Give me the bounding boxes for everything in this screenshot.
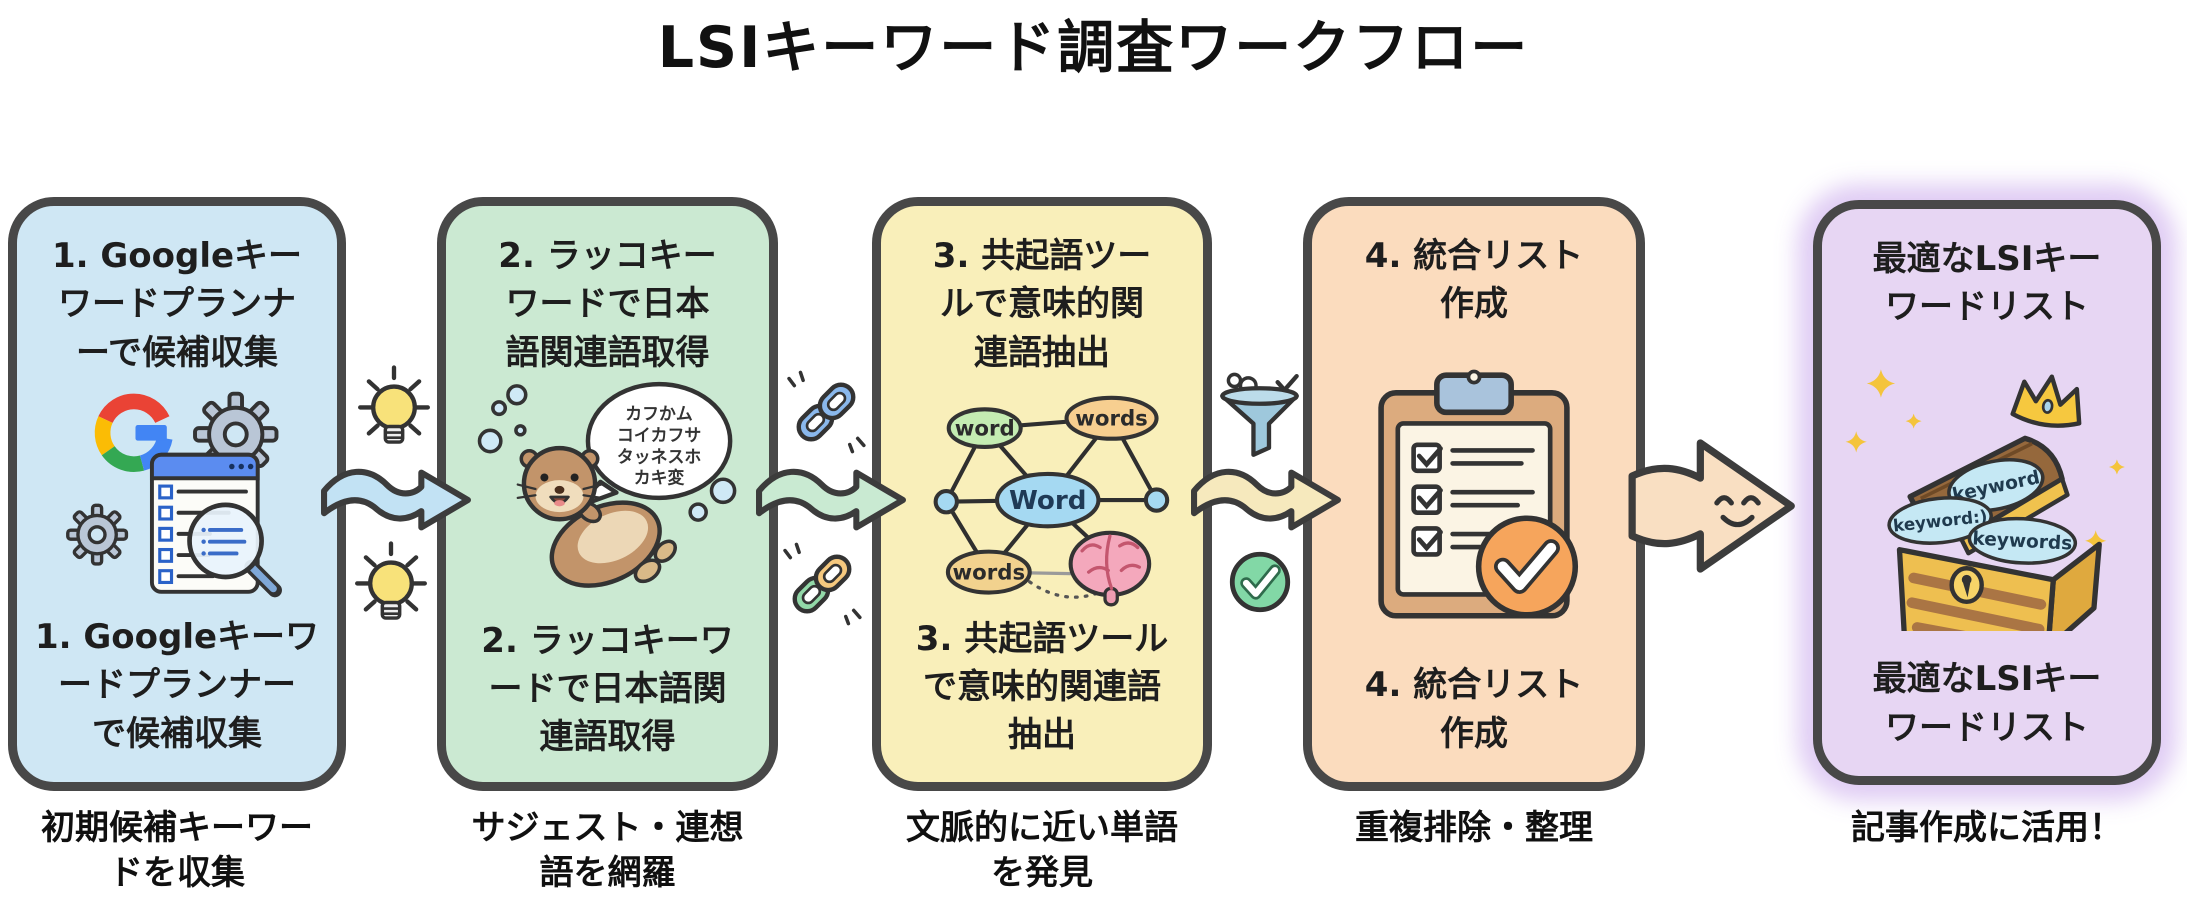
- smiley-arrow-icon: [1628, 418, 1814, 594]
- otter-body: [516, 445, 677, 588]
- step3-heading-bottom: 3. 共起語ツール で意味的関連語 抽出: [915, 618, 1169, 756]
- step-card-2: 2. ラッコキー ワードで日本 語関連語取得 カフかム コイカフサ タッネスホ: [437, 197, 778, 791]
- bubble-line-1: カフかム: [625, 403, 693, 423]
- step4-heading-bottom: 4. 統合リスト 作成: [1364, 665, 1584, 754]
- node-word-center: [994, 471, 1101, 529]
- chain-link-icon: [782, 368, 870, 456]
- result-card: 最適なLSIキー ワードリスト: [1813, 200, 2161, 785]
- lightbulb-icon: [355, 362, 433, 458]
- word-network-icon: word words Word words: [933, 395, 1170, 607]
- otter-illustration: カフかム コイカフサ タッネスホ カキ変: [465, 377, 750, 617]
- flow-arrow-3: [1190, 452, 1342, 546]
- step3-caption: 文脈的に近い単語 を発見: [906, 808, 1178, 893]
- node-words-topright: [1064, 395, 1159, 441]
- result-heading-top: 最適なLSIキー ワードリスト: [1872, 239, 2102, 328]
- speech-bubble: カフかム コイカフサ タッネスホ カキ変: [575, 381, 733, 509]
- smiley-face: [1714, 495, 1761, 528]
- node-words-bottomleft: [945, 549, 1032, 595]
- flow-arrow-1: [320, 452, 472, 546]
- magnifier-icon: [187, 502, 282, 597]
- step-card-3: 3. 共起語ツー ルで意味的関 連語抽出 word words Word: [872, 197, 1212, 791]
- crown-icon: [2010, 373, 2082, 428]
- step1-heading-top: 1. Googleキー ワードプランナ ーで候補収集: [51, 236, 303, 373]
- bubble-line-3: タッネスホ: [617, 446, 702, 466]
- flow-arrow-2: [755, 452, 907, 546]
- chain-link-icon: [778, 540, 866, 628]
- step2-caption: サジェスト・連想 語を網羅: [471, 808, 744, 893]
- lightbulb-icon: [352, 538, 430, 634]
- step1-heading-bottom: 1. Googleキーワ ードプランナー で候補収集: [34, 617, 320, 754]
- check-circle-icon: [1228, 550, 1292, 614]
- otter-icon: カフかム コイカフサ タッネスホ カキ変: [477, 381, 737, 588]
- page-title: LSIキーワード調査ワークフロー: [657, 15, 1530, 81]
- treasure-chest-icon: keyword keyword:) keywords: [1845, 368, 2125, 631]
- step4-heading-top: 4. 統合リスト 作成: [1364, 236, 1584, 325]
- step-card-1: 1. Googleキー ワードプランナ ーで候補収集: [8, 197, 346, 791]
- google-tools-icon: [66, 391, 282, 597]
- step2-heading-top: 2. ラッコキー ワードで日本 語関連語取得: [498, 236, 717, 373]
- keyword-cloud-3: keywords: [1972, 528, 2073, 554]
- step-card-4: 4. 統合リスト 作成: [1303, 197, 1645, 791]
- keyword-clouds: keyword keyword:) keywords: [1887, 457, 2078, 565]
- brain-icon: [1068, 530, 1152, 607]
- node-label-center: Word: [1009, 486, 1087, 516]
- node-label-topleft: word: [955, 416, 1015, 441]
- step3-heading-top: 3. 共起語ツー ルで意味的関 連語抽出: [932, 236, 1152, 373]
- chest-base: [1896, 541, 2102, 631]
- funnel-icon: [1212, 365, 1307, 465]
- node-label-bottomleft: words: [953, 560, 1026, 585]
- treasure-chest-illustration: keyword keyword:) keywords: [1832, 357, 2142, 631]
- node-word-topleft: [946, 407, 1023, 449]
- bubble-line-2: コイカフサ: [617, 425, 701, 445]
- check-circle-orange-icon: [1475, 515, 1579, 618]
- google-logo-icon: [94, 393, 173, 472]
- result-heading-bottom: 最適なLSIキー ワードリスト: [1872, 659, 2102, 748]
- word-network-illustration: word words Word words: [907, 377, 1177, 615]
- google-keyword-planner-illustration: [52, 378, 302, 613]
- clipboard-illustration: [1330, 351, 1618, 639]
- step2-heading-bottom: 2. ラッコキーワ ードで日本語関 連語取得: [481, 620, 734, 758]
- step4-caption: 重複排除・整理: [1355, 808, 1593, 848]
- node-dot-left: [933, 488, 959, 515]
- bubble-line-4: カキ変: [634, 467, 685, 487]
- bubble-icons: [477, 383, 737, 522]
- result-caption: 記事作成に活用！: [1851, 808, 2123, 848]
- sparkle-icons: [1845, 368, 2125, 551]
- node-label-topright: words: [1075, 406, 1148, 431]
- clipboard-icon: [1378, 369, 1579, 619]
- node-dot-right: [1143, 487, 1170, 513]
- gear-icon: [66, 503, 129, 566]
- step1-caption: 初期候補キーワー ドを収集: [41, 808, 313, 893]
